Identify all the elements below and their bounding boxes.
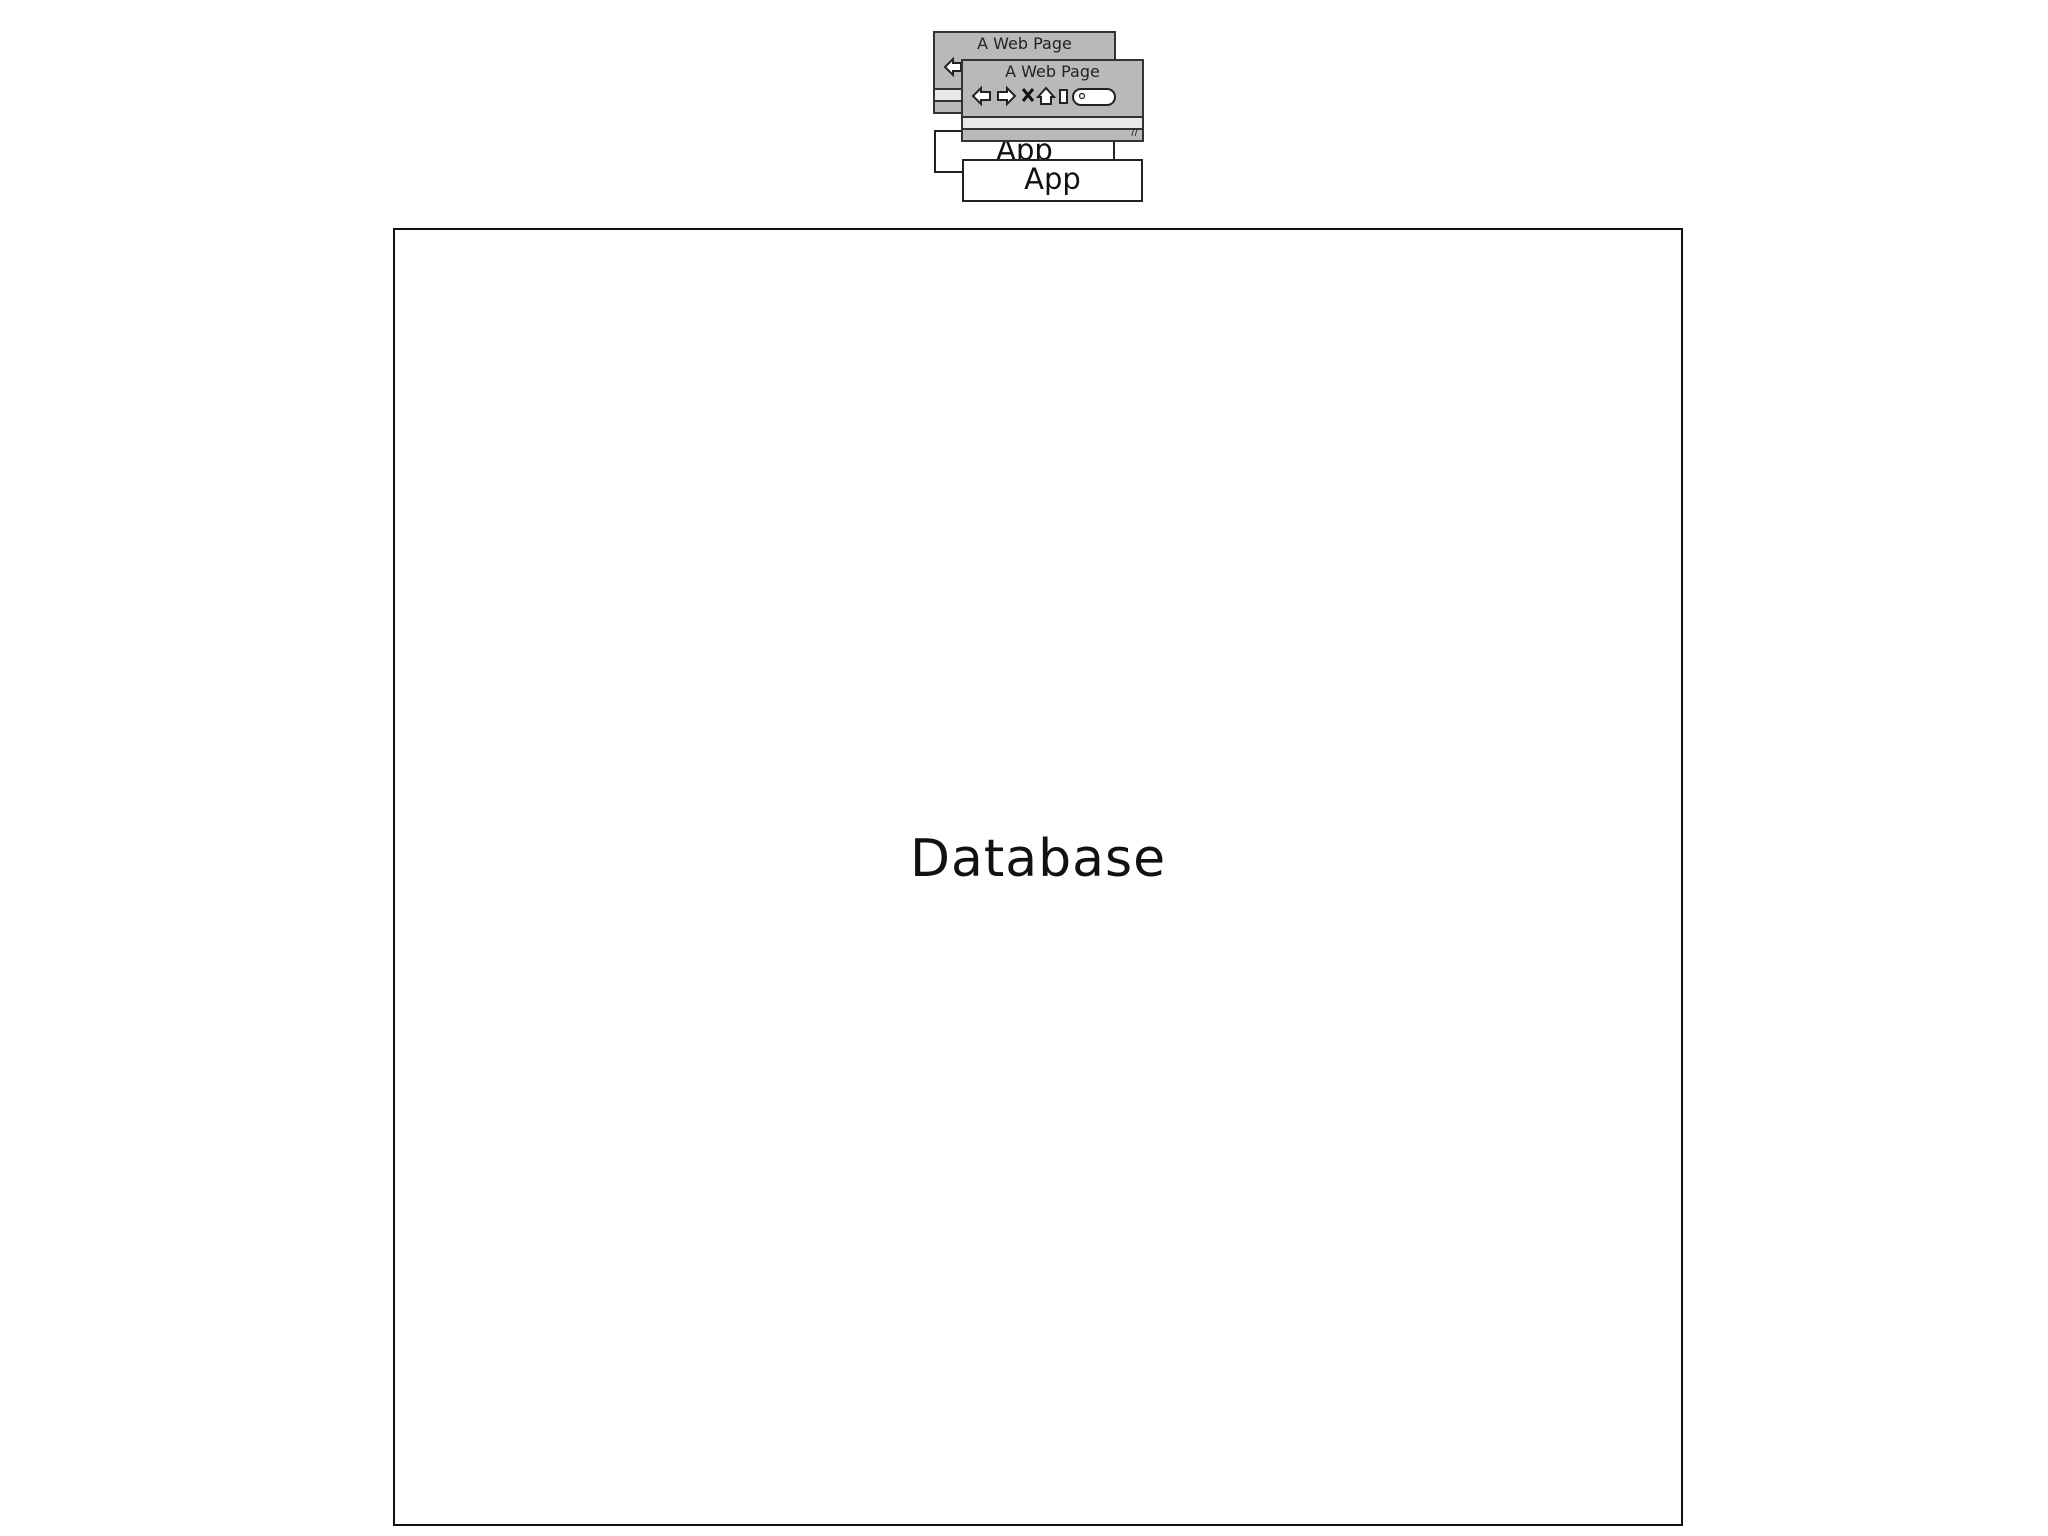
back-arrow-icon <box>943 56 962 78</box>
app-box-front: App <box>962 159 1143 202</box>
bookmark-icon <box>1059 89 1068 104</box>
home-icon <box>1035 86 1057 105</box>
app-label: App <box>1024 162 1081 196</box>
toolbar-icons <box>971 85 1116 107</box>
browser-title: A Web Page <box>1005 62 1100 81</box>
browser-title: A Web Page <box>977 34 1072 53</box>
back-arrow-icon <box>971 85 991 107</box>
search-field-icon <box>1072 88 1116 106</box>
browser-toolbar <box>971 83 1136 107</box>
browser-address-bar <box>963 116 1142 130</box>
database-box: Database <box>393 228 1683 1526</box>
forward-arrow-icon <box>997 85 1017 107</box>
browser-window-front: A Web Page // <box>961 59 1144 142</box>
resize-grip-icon: // <box>1131 127 1138 138</box>
close-x-icon <box>1021 88 1035 102</box>
database-label: Database <box>909 829 1167 889</box>
